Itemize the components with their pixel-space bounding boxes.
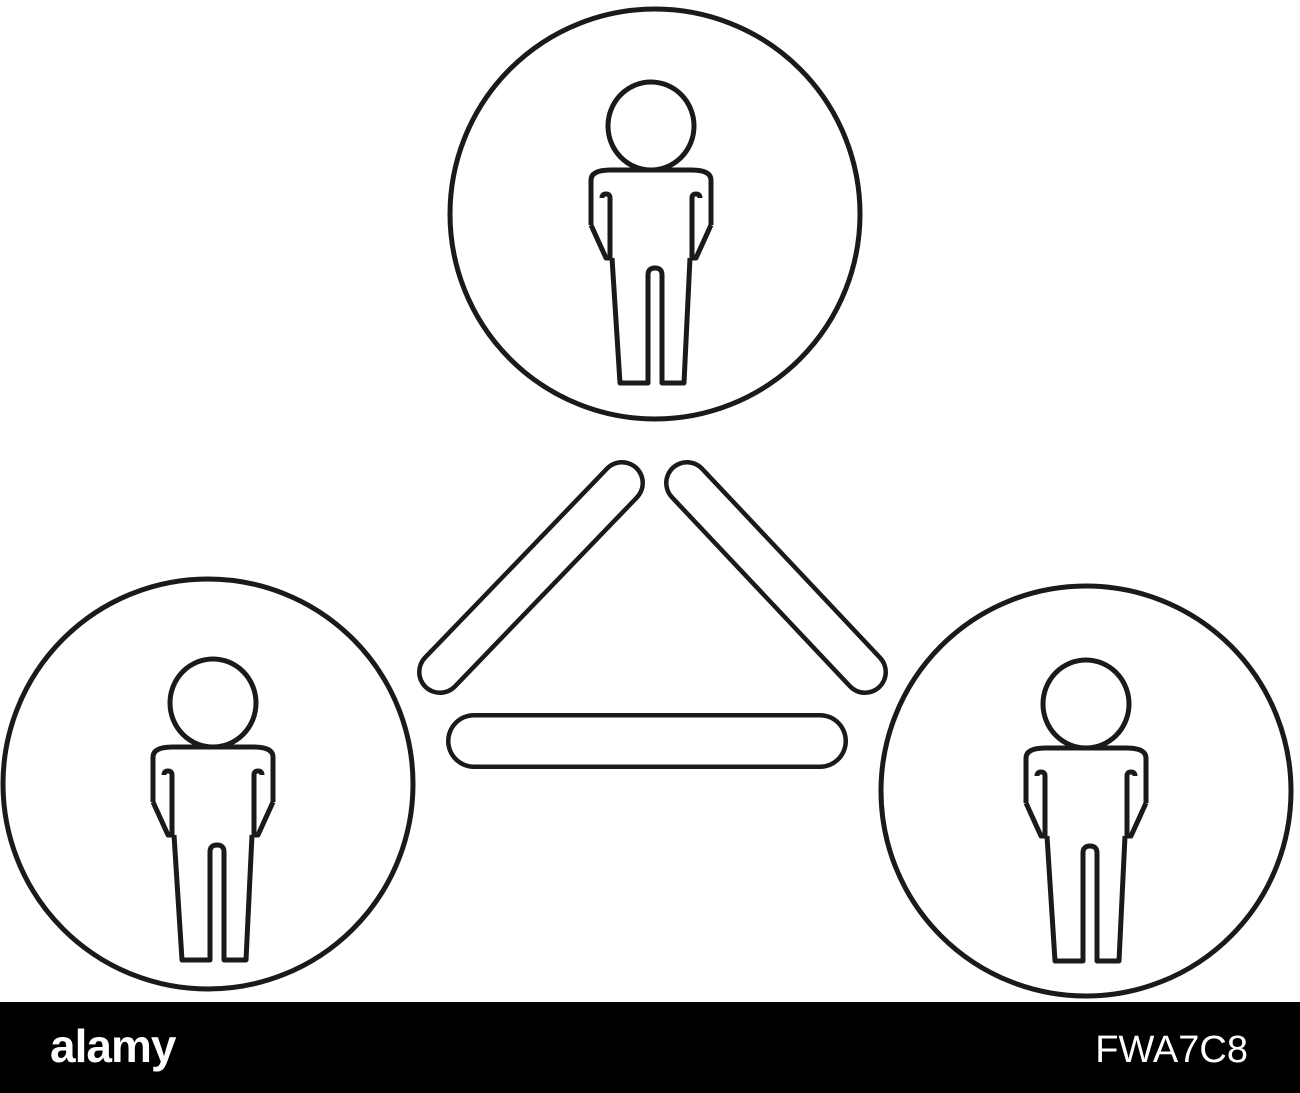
person-icon — [591, 82, 711, 383]
node-circle — [878, 583, 1294, 999]
person-node-top — [447, 6, 863, 422]
watermark-footer: alamy FWA7C8 — [0, 1002, 1300, 1093]
brand-logo: alamy — [50, 1020, 176, 1072]
node-circle — [0, 576, 416, 992]
node-circle — [447, 6, 863, 422]
person-icon — [1026, 660, 1146, 961]
image-id: FWA7C8 — [1095, 1029, 1248, 1071]
person-node-left — [0, 576, 416, 992]
person-icon — [153, 659, 273, 960]
team-network-diagram — [0, 6, 1294, 999]
person-node-right — [878, 583, 1294, 999]
